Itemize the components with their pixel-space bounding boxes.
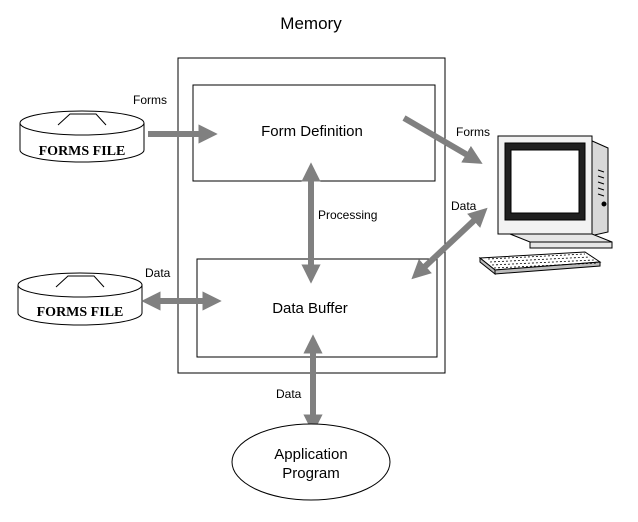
processing-label: Processing <box>318 208 377 222</box>
forms-file-disk-top <box>19 110 145 163</box>
data-terminal-arrow <box>411 207 488 280</box>
keyboard-keys <box>487 253 599 269</box>
data-buffer-label: Data Buffer <box>272 300 348 317</box>
forms-file-disk-bottom <box>17 272 143 326</box>
forms-file-top-label: FORMS FILE <box>39 144 126 159</box>
forms-out-label: Forms <box>456 125 490 139</box>
application-program-line2: Program <box>282 465 340 482</box>
forms-file-bottom-label: FORMS FILE <box>37 305 124 320</box>
memory-title: Memory <box>280 14 342 33</box>
computer-terminal-icon <box>478 135 613 276</box>
data-terminal-label: Data <box>451 199 477 213</box>
application-program-ellipse <box>231 423 391 501</box>
forms-out-arrow <box>402 115 483 164</box>
data-file-label: Data <box>145 266 171 280</box>
application-program-line1: Application <box>274 446 347 463</box>
forms-in-label: Forms <box>133 93 167 107</box>
data-app-label: Data <box>276 387 302 401</box>
form-definition-label: Form Definition <box>261 123 363 140</box>
